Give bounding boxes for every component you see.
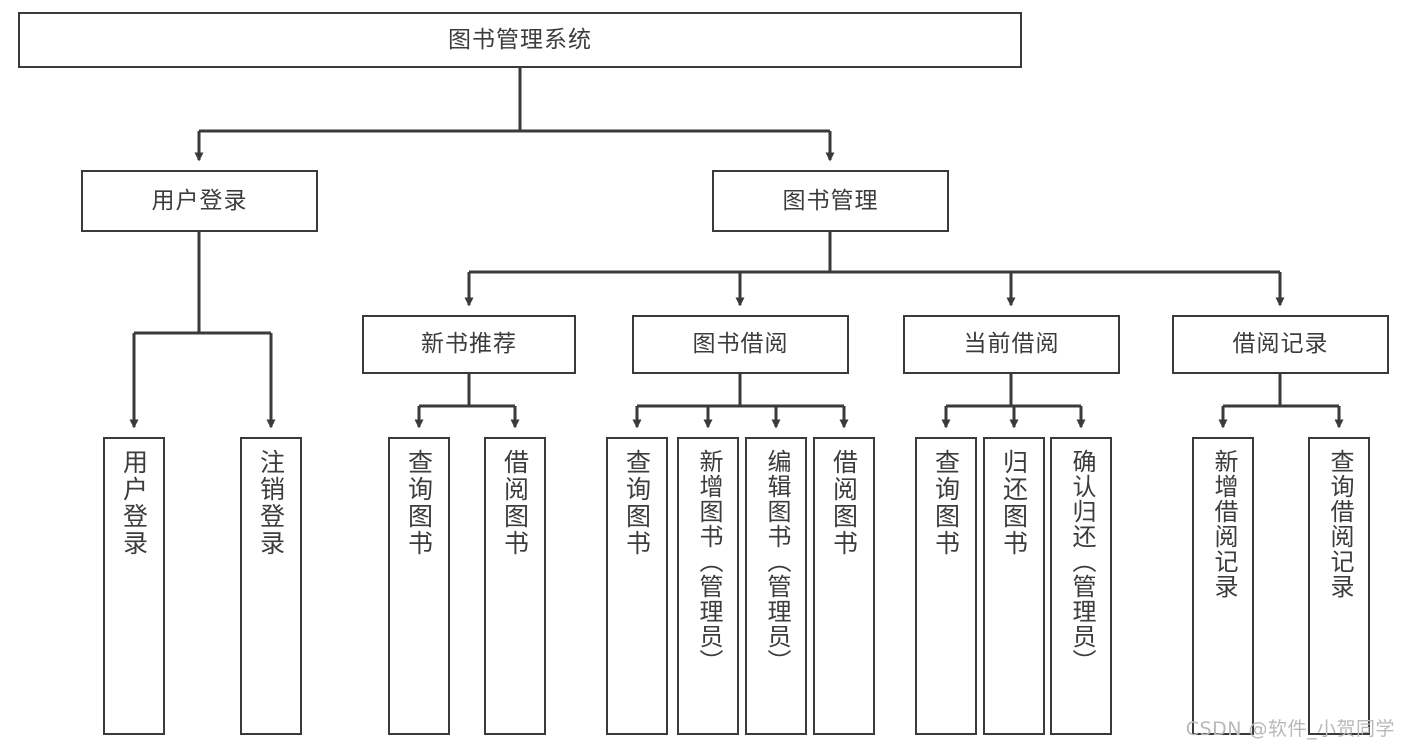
node-leaf-query-book-1-label: 查询图书 xyxy=(404,449,434,557)
node-leaf-query-book-1[interactable]: 查询图书 xyxy=(388,437,450,735)
node-leaf-confirm-return-label: 确认归还（管理员） xyxy=(1067,449,1096,674)
node-leaf-query-record[interactable]: 查询借阅记录 xyxy=(1308,437,1370,735)
node-current-borrow-label: 当前借阅 xyxy=(963,331,1060,358)
node-leaf-edit-book-label: 编辑图书（管理员） xyxy=(762,449,791,674)
node-borrow-record-label: 借阅记录 xyxy=(1232,331,1329,358)
node-leaf-add-record[interactable]: 新增借阅记录 xyxy=(1192,437,1254,735)
node-root-label: 图书管理系统 xyxy=(448,26,592,53)
csdn-watermark: CSDN @软件_小贺同学 xyxy=(1185,718,1395,740)
node-leaf-add-book[interactable]: 新增图书（管理员） xyxy=(677,437,739,735)
node-user-login[interactable]: 用户登录 xyxy=(81,170,318,232)
node-leaf-add-book-label: 新增图书（管理员） xyxy=(694,449,723,674)
node-leaf-edit-book[interactable]: 编辑图书（管理员） xyxy=(745,437,807,735)
node-borrow-record[interactable]: 借阅记录 xyxy=(1172,315,1389,374)
node-leaf-borrow-book-2[interactable]: 借阅图书 xyxy=(813,437,875,735)
node-leaf-user-login[interactable]: 用户登录 xyxy=(103,437,165,735)
node-leaf-query-book-3[interactable]: 查询图书 xyxy=(915,437,977,735)
node-new-book-recommend[interactable]: 新书推荐 xyxy=(362,315,576,374)
node-leaf-query-book-3-label: 查询图书 xyxy=(931,449,961,557)
node-leaf-return-book[interactable]: 归还图书 xyxy=(983,437,1045,735)
node-leaf-confirm-return[interactable]: 确认归还（管理员） xyxy=(1050,437,1112,735)
node-root[interactable]: 图书管理系统 xyxy=(18,12,1022,68)
node-leaf-borrow-book-1[interactable]: 借阅图书 xyxy=(484,437,546,735)
node-leaf-user-login-label: 用户登录 xyxy=(119,449,149,557)
node-book-manage-label: 图书管理 xyxy=(782,187,879,214)
node-leaf-query-record-label: 查询借阅记录 xyxy=(1325,449,1354,599)
node-leaf-query-book-2[interactable]: 查询图书 xyxy=(606,437,668,735)
node-book-manage[interactable]: 图书管理 xyxy=(712,170,949,232)
node-leaf-user-logout[interactable]: 注销登录 xyxy=(240,437,302,735)
node-current-borrow[interactable]: 当前借阅 xyxy=(903,315,1120,374)
node-new-book-recommend-label: 新书推荐 xyxy=(421,331,517,358)
node-leaf-user-logout-label: 注销登录 xyxy=(256,449,286,557)
node-leaf-borrow-book-1-label: 借阅图书 xyxy=(500,449,530,557)
node-leaf-query-book-2-label: 查询图书 xyxy=(622,449,652,557)
node-book-borrow[interactable]: 图书借阅 xyxy=(632,315,849,374)
node-user-login-label: 用户登录 xyxy=(151,187,248,214)
node-leaf-return-book-label: 归还图书 xyxy=(999,449,1029,557)
node-book-borrow-label: 图书借阅 xyxy=(692,331,789,358)
node-leaf-add-record-label: 新增借阅记录 xyxy=(1209,449,1238,599)
node-leaf-borrow-book-2-label: 借阅图书 xyxy=(829,449,859,557)
